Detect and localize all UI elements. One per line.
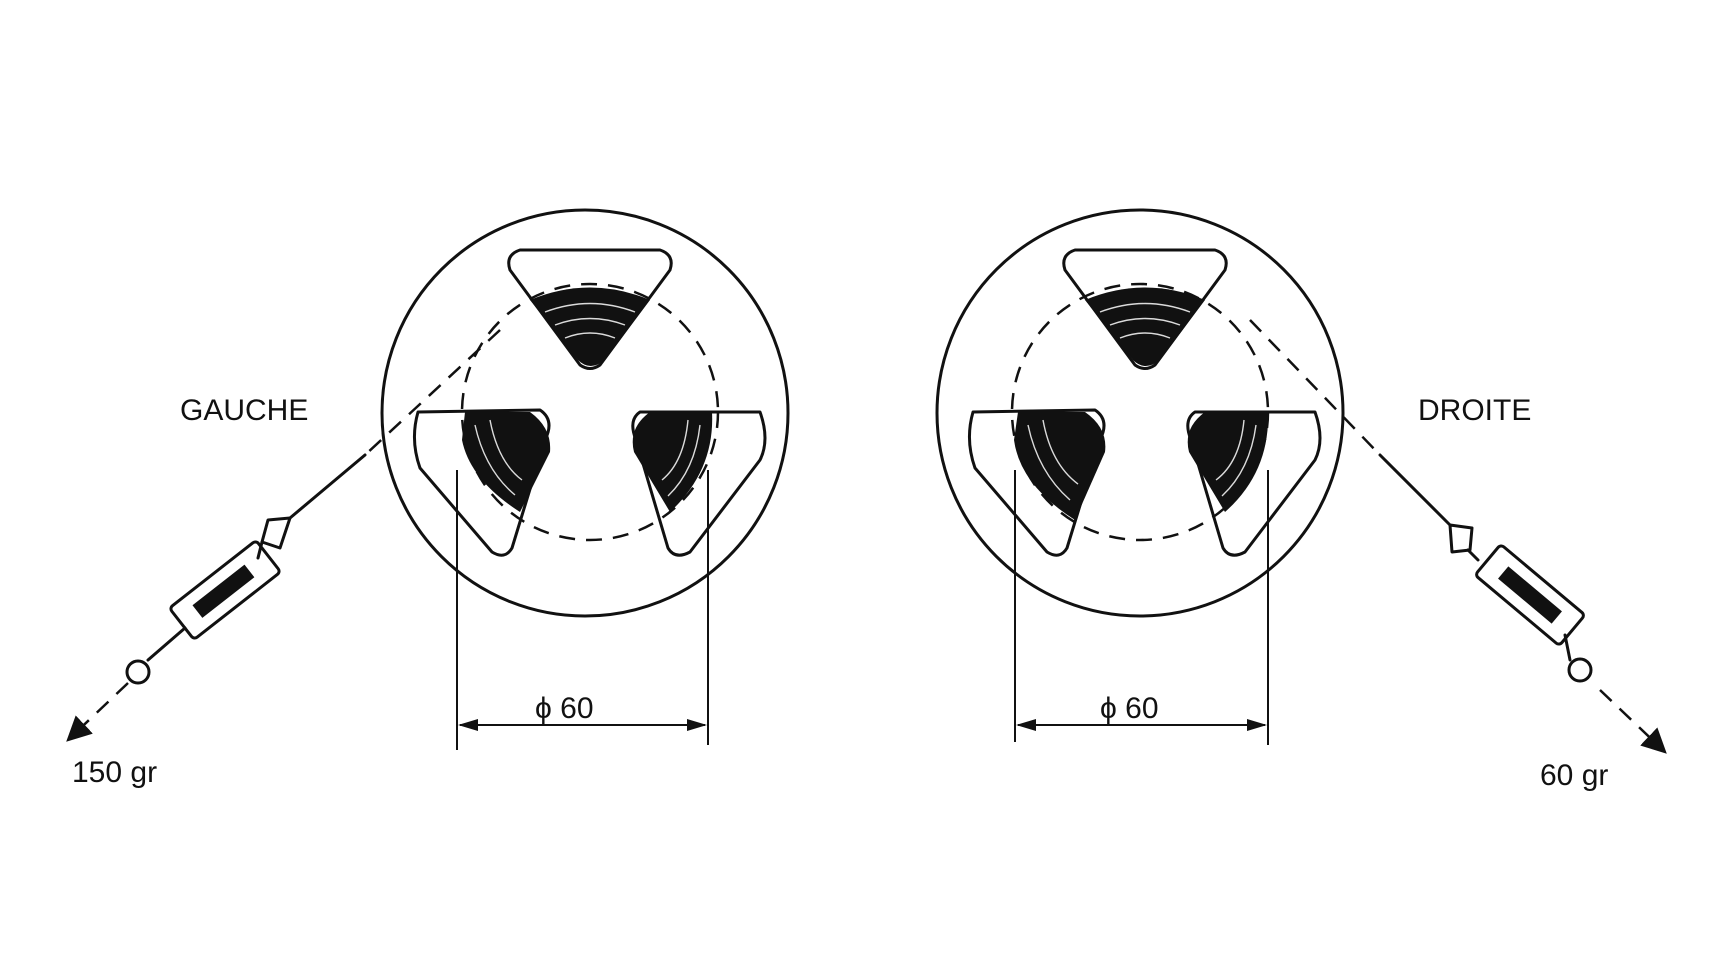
left-ring-icon xyxy=(125,659,151,685)
right-spring-scale-icon xyxy=(1448,523,1585,662)
left-reel-window-top xyxy=(507,248,673,370)
right-tape-leader xyxy=(1249,319,1381,456)
right-reel-window-right xyxy=(1186,410,1322,557)
right-tape-left xyxy=(1014,412,1106,520)
left-weight-label: 150 gr xyxy=(72,756,157,789)
right-pull-cord xyxy=(1378,453,1452,527)
right-side-label: DROITE xyxy=(1418,394,1531,427)
left-reel-window-right xyxy=(631,410,767,557)
right-reel-window-left xyxy=(968,408,1106,557)
right-diameter-label: ϕ 60 xyxy=(1100,692,1159,725)
left-reel-flange xyxy=(380,208,790,618)
right-arrow-icon xyxy=(1599,689,1667,754)
right-tape-top xyxy=(1085,287,1205,366)
left-pull-cord xyxy=(288,453,367,520)
left-diameter-label: ϕ 60 xyxy=(535,692,594,725)
right-reel-window-top xyxy=(1062,248,1228,370)
right-weight-label: 60 gr xyxy=(1540,759,1608,792)
right-tape-right xyxy=(1187,412,1269,512)
left-tape-leader xyxy=(364,329,501,456)
left-tape-right xyxy=(632,412,713,512)
left-reel xyxy=(66,208,790,750)
right-reel xyxy=(935,208,1667,754)
left-side-label: GAUCHE xyxy=(180,394,308,427)
right-reel-flange xyxy=(935,208,1345,618)
left-arrow-icon xyxy=(66,682,129,742)
left-spring-scale-icon xyxy=(146,516,292,662)
right-ring-icon xyxy=(1567,657,1593,683)
left-tape-top xyxy=(530,287,650,366)
left-reel-window-left xyxy=(413,408,551,557)
